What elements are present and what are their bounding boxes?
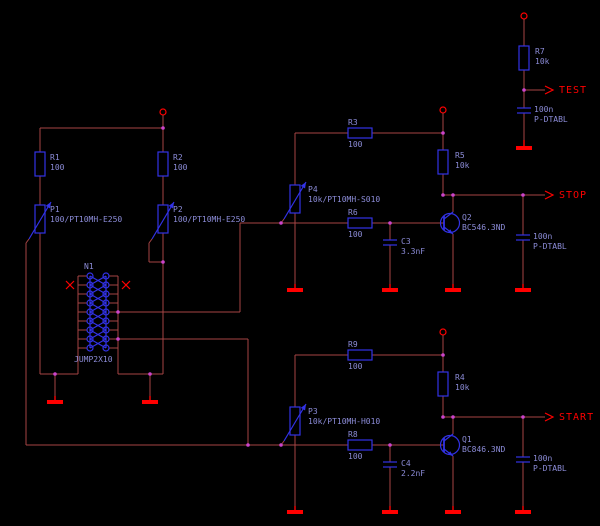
p3-value: 10k/PT10MH-H010 (308, 417, 380, 426)
net-label-stop: STOP (559, 190, 587, 201)
q2-value: BC546.3ND (462, 223, 506, 232)
ground-icon (47, 400, 63, 404)
arrow-right-icon (544, 190, 555, 200)
r3-value: 100 (348, 140, 363, 149)
resistor-r3: R3 100 (347, 118, 373, 149)
resistor-r7: R7 10k (518, 45, 550, 71)
r3-name: R3 (348, 118, 358, 127)
capacitor-c5: 100n P-DTABL (517, 105, 568, 124)
potentiometer-p3: P3 10k/PT10MH-H010 (280, 403, 380, 446)
ground-icon (142, 400, 158, 404)
r9-name: R9 (348, 340, 358, 349)
p2-name: P2 (173, 205, 183, 214)
capacitor-c2: 100n P-DTABL (516, 232, 567, 251)
r8-value: 100 (348, 452, 363, 461)
net-flag-start: START (544, 412, 594, 423)
r1-value: 100 (50, 163, 65, 172)
transistor-q1: Q1 BC846.3ND (439, 433, 506, 457)
ground-icon (515, 510, 531, 514)
q1-name: Q1 (462, 435, 472, 444)
ground-icon (287, 288, 303, 292)
resistor-r9: R9 100 (347, 340, 373, 371)
r8-name: R8 (348, 430, 358, 439)
junction-dots (53, 88, 526, 447)
resistor-r2: R2 100 (157, 151, 188, 177)
r5-name: R5 (455, 151, 465, 160)
power-pin-icon (520, 12, 528, 20)
arrow-right-icon (544, 412, 555, 422)
c1-name: 100n (533, 454, 552, 463)
power-pin-icons (159, 12, 528, 355)
c4-value: 2.2nF (401, 469, 425, 478)
net-flag-test: TEST (544, 85, 587, 96)
transistor-q2: Q2 BC546.3ND (439, 211, 506, 235)
net-flag-stop: STOP (544, 190, 587, 201)
resistor-r8: R8 100 (347, 430, 373, 461)
resistor-r1: R1 100 (34, 151, 65, 177)
c5-name: 100n (534, 105, 553, 114)
r4-name: R4 (455, 373, 465, 382)
ground-icon (445, 510, 461, 514)
c5-value: P-DTABL (534, 115, 568, 124)
c3-name: C3 (401, 237, 411, 246)
r4-value: 10k (455, 383, 470, 392)
r1-name: R1 (50, 153, 60, 162)
ground-icon (445, 288, 461, 292)
c3-value: 3.3nF (401, 247, 425, 256)
q1-value: BC846.3ND (462, 445, 506, 454)
p4-value: 10k/PT10MH-S010 (308, 195, 380, 204)
potentiometer-p1: P1 100/PT10MH-E250 (25, 201, 122, 244)
resistor-r6: R6 100 (347, 208, 373, 239)
connector-value: JUMP2X10 (74, 355, 113, 364)
c1-value: P-DTABL (533, 464, 567, 473)
wire-segments (25, 70, 545, 506)
p1-value: 100/PT10MH-E250 (50, 215, 122, 224)
capacitor-c3: C3 3.3nF (383, 237, 425, 256)
resistor-r4: R4 10k (437, 371, 470, 397)
p1-name: P1 (50, 205, 60, 214)
net-label-test: TEST (559, 85, 587, 96)
potentiometer-p2: P2 100/PT10MH-E250 (148, 201, 245, 244)
power-pin-icon (439, 328, 447, 336)
p4-name: P4 (308, 185, 318, 194)
r7-value: 10k (535, 57, 550, 66)
c4-name: C4 (401, 459, 411, 468)
ground-symbols (47, 140, 532, 514)
r9-value: 100 (348, 362, 363, 371)
q2-name: Q2 (462, 213, 472, 222)
r2-value: 100 (173, 163, 188, 172)
net-label-start: START (559, 412, 594, 423)
p3-name: P3 (308, 407, 318, 416)
capacitor-c1: 100n P-DTABL (516, 454, 567, 473)
arrow-right-icon (544, 85, 555, 95)
c2-value: P-DTABL (533, 242, 567, 251)
potentiometer-p4: P4 10k/PT10MH-S010 (280, 181, 380, 224)
r7-name: R7 (535, 47, 545, 56)
r6-value: 100 (348, 230, 363, 239)
power-pin-icon (439, 106, 447, 114)
c2-name: 100n (533, 232, 552, 241)
r6-name: R6 (348, 208, 358, 217)
ground-icon (287, 510, 303, 514)
connector-name: N1 (84, 262, 94, 271)
resistor-r5: R5 10k (437, 149, 470, 175)
ground-icon (515, 288, 531, 292)
ground-icon (516, 146, 532, 150)
jumper-cross-icon (65, 280, 131, 290)
power-pin-icon (159, 108, 167, 116)
p2-value: 100/PT10MH-E250 (173, 215, 245, 224)
connector-jump2x10: N1 JUMP2X10 (65, 262, 131, 364)
ground-icon (382, 510, 398, 514)
r5-value: 10k (455, 161, 470, 170)
capacitor-c4: C4 2.2nF (383, 459, 425, 478)
ground-icon (382, 288, 398, 292)
r2-name: R2 (173, 153, 183, 162)
